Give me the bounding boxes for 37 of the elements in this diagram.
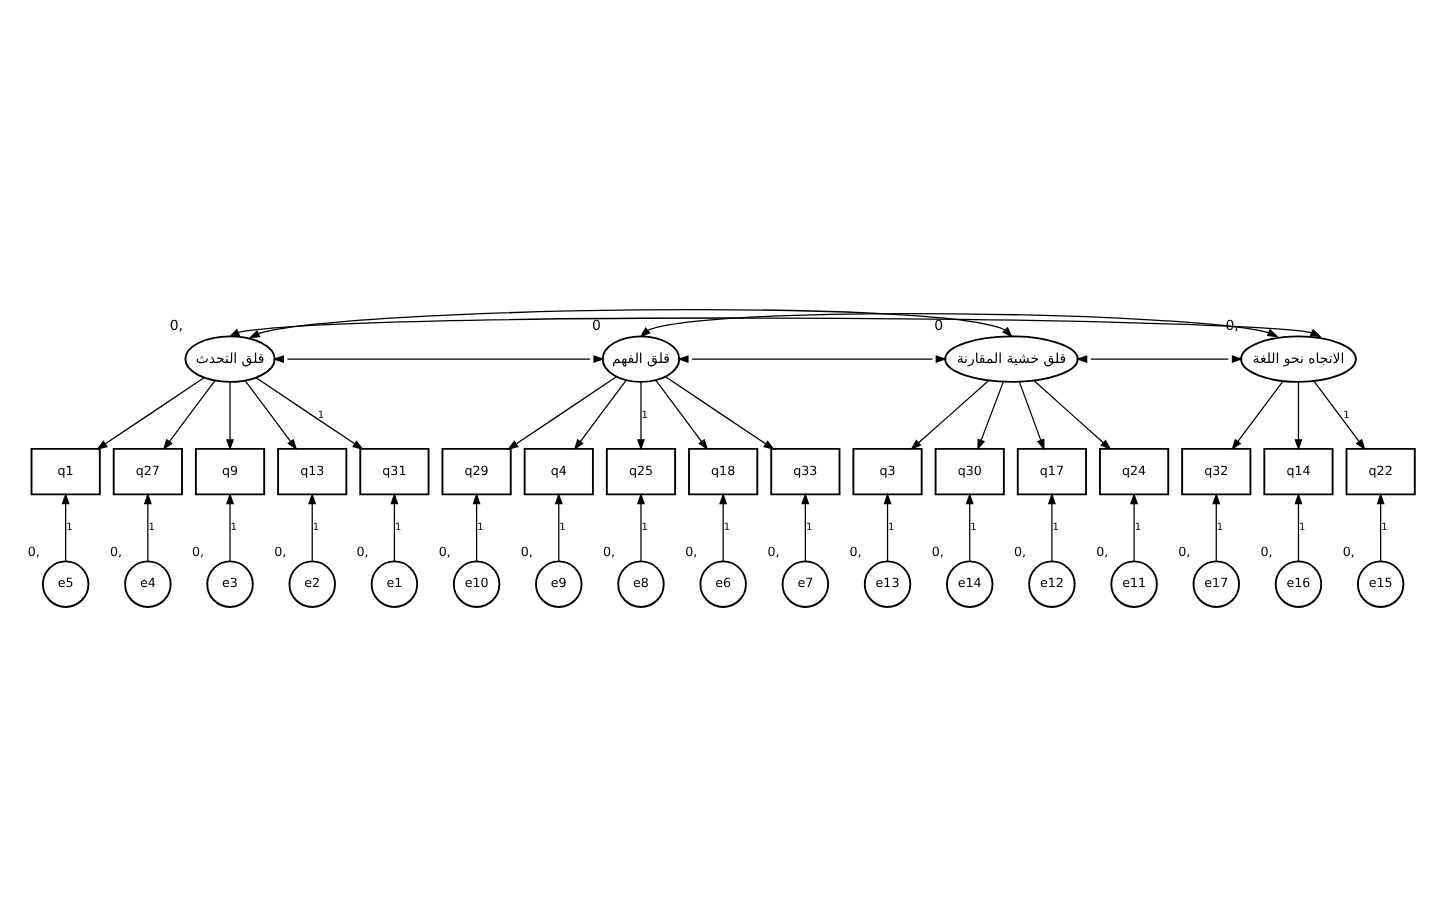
arrow	[255, 376, 364, 449]
arrow	[162, 378, 216, 450]
arrow	[226, 380, 235, 450]
arrow	[1231, 379, 1284, 450]
arrow	[226, 491, 235, 561]
arrow	[1018, 380, 1045, 450]
arrow	[1376, 491, 1385, 561]
arrow	[244, 378, 298, 450]
arrow	[965, 491, 974, 561]
arrow	[472, 491, 481, 561]
arrow	[308, 491, 317, 561]
arrow	[637, 491, 645, 561]
arrow	[1130, 491, 1139, 561]
arrow	[1294, 380, 1303, 450]
arrow	[977, 380, 1004, 450]
arrow	[1075, 354, 1244, 363]
arrow	[390, 491, 399, 561]
arrow	[801, 491, 810, 561]
arrow	[61, 491, 70, 561]
arrow	[719, 491, 728, 561]
arrow	[272, 354, 605, 363]
arrow	[143, 491, 152, 561]
arrow	[507, 375, 617, 449]
arrow	[677, 354, 947, 363]
arrow	[1047, 491, 1056, 561]
arrow	[883, 491, 892, 561]
arrow	[96, 376, 205, 449]
arrow	[655, 378, 709, 450]
arrow	[1294, 491, 1303, 561]
arrow	[1033, 378, 1112, 450]
arrow	[1212, 491, 1221, 561]
arrow	[910, 378, 990, 450]
arrow	[554, 491, 563, 561]
arrow	[664, 375, 775, 449]
arrow	[573, 378, 627, 450]
arrow	[1313, 379, 1366, 450]
arrow	[637, 380, 645, 450]
